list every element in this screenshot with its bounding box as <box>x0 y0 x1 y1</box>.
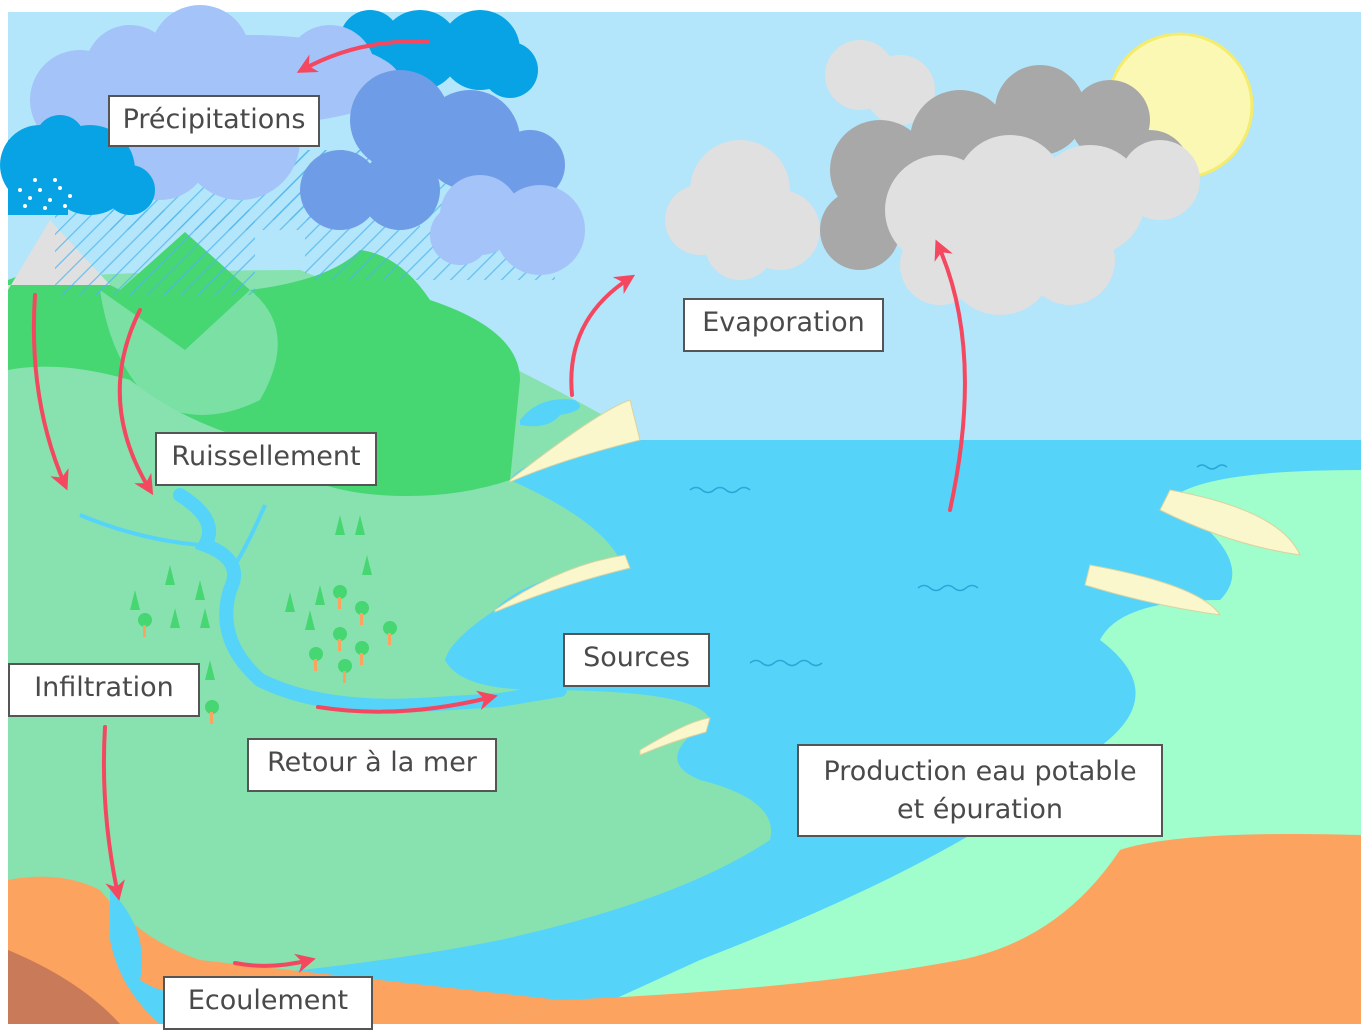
arrow-precipitation <box>296 39 430 73</box>
arrow-return-sea <box>316 690 498 714</box>
label-ecoulement: Ecoulement <box>163 976 373 1030</box>
right-beach-1 <box>1159 489 1301 556</box>
label-precipitations: Précipitations <box>108 95 320 147</box>
river-branch-1 <box>79 513 201 547</box>
arrow-evaporation-sea <box>934 239 967 512</box>
hills-mid <box>100 290 278 415</box>
hail-dots <box>18 178 72 210</box>
river-branch-2 <box>233 504 267 567</box>
label-retour-mer: Retour à la mer <box>247 738 497 792</box>
soil-right <box>500 834 1361 1024</box>
label-production-line2: et épuration <box>896 794 1063 825</box>
groundwater <box>110 890 230 1024</box>
label-infiltration: Infiltration <box>8 663 200 717</box>
label-production-eau-potable: Production eau potable et épuration <box>797 744 1163 837</box>
arrow-runoff-1 <box>31 293 69 491</box>
label-sources: Sources <box>563 633 710 687</box>
arrow-infiltration <box>101 725 125 901</box>
flow-arrows <box>31 39 967 974</box>
arrow-runoff-2 <box>117 308 154 496</box>
soil-bedrock <box>8 950 120 1024</box>
label-evaporation: Evaporation <box>683 298 884 352</box>
forest <box>130 515 397 724</box>
label-production-line1: Production eau potable <box>823 756 1137 787</box>
small-lake <box>520 399 580 427</box>
evaporation-clouds <box>665 40 1200 315</box>
arrow-evaporation-lake <box>569 274 636 397</box>
left-beach-1 <box>509 399 641 483</box>
label-ruissellement: Ruissellement <box>155 432 377 486</box>
arrow-flow <box>233 953 316 974</box>
left-beach-3 <box>639 717 711 756</box>
waves <box>689 464 1228 667</box>
left-beach-2 <box>494 554 631 613</box>
right-beach-2 <box>1084 564 1222 616</box>
